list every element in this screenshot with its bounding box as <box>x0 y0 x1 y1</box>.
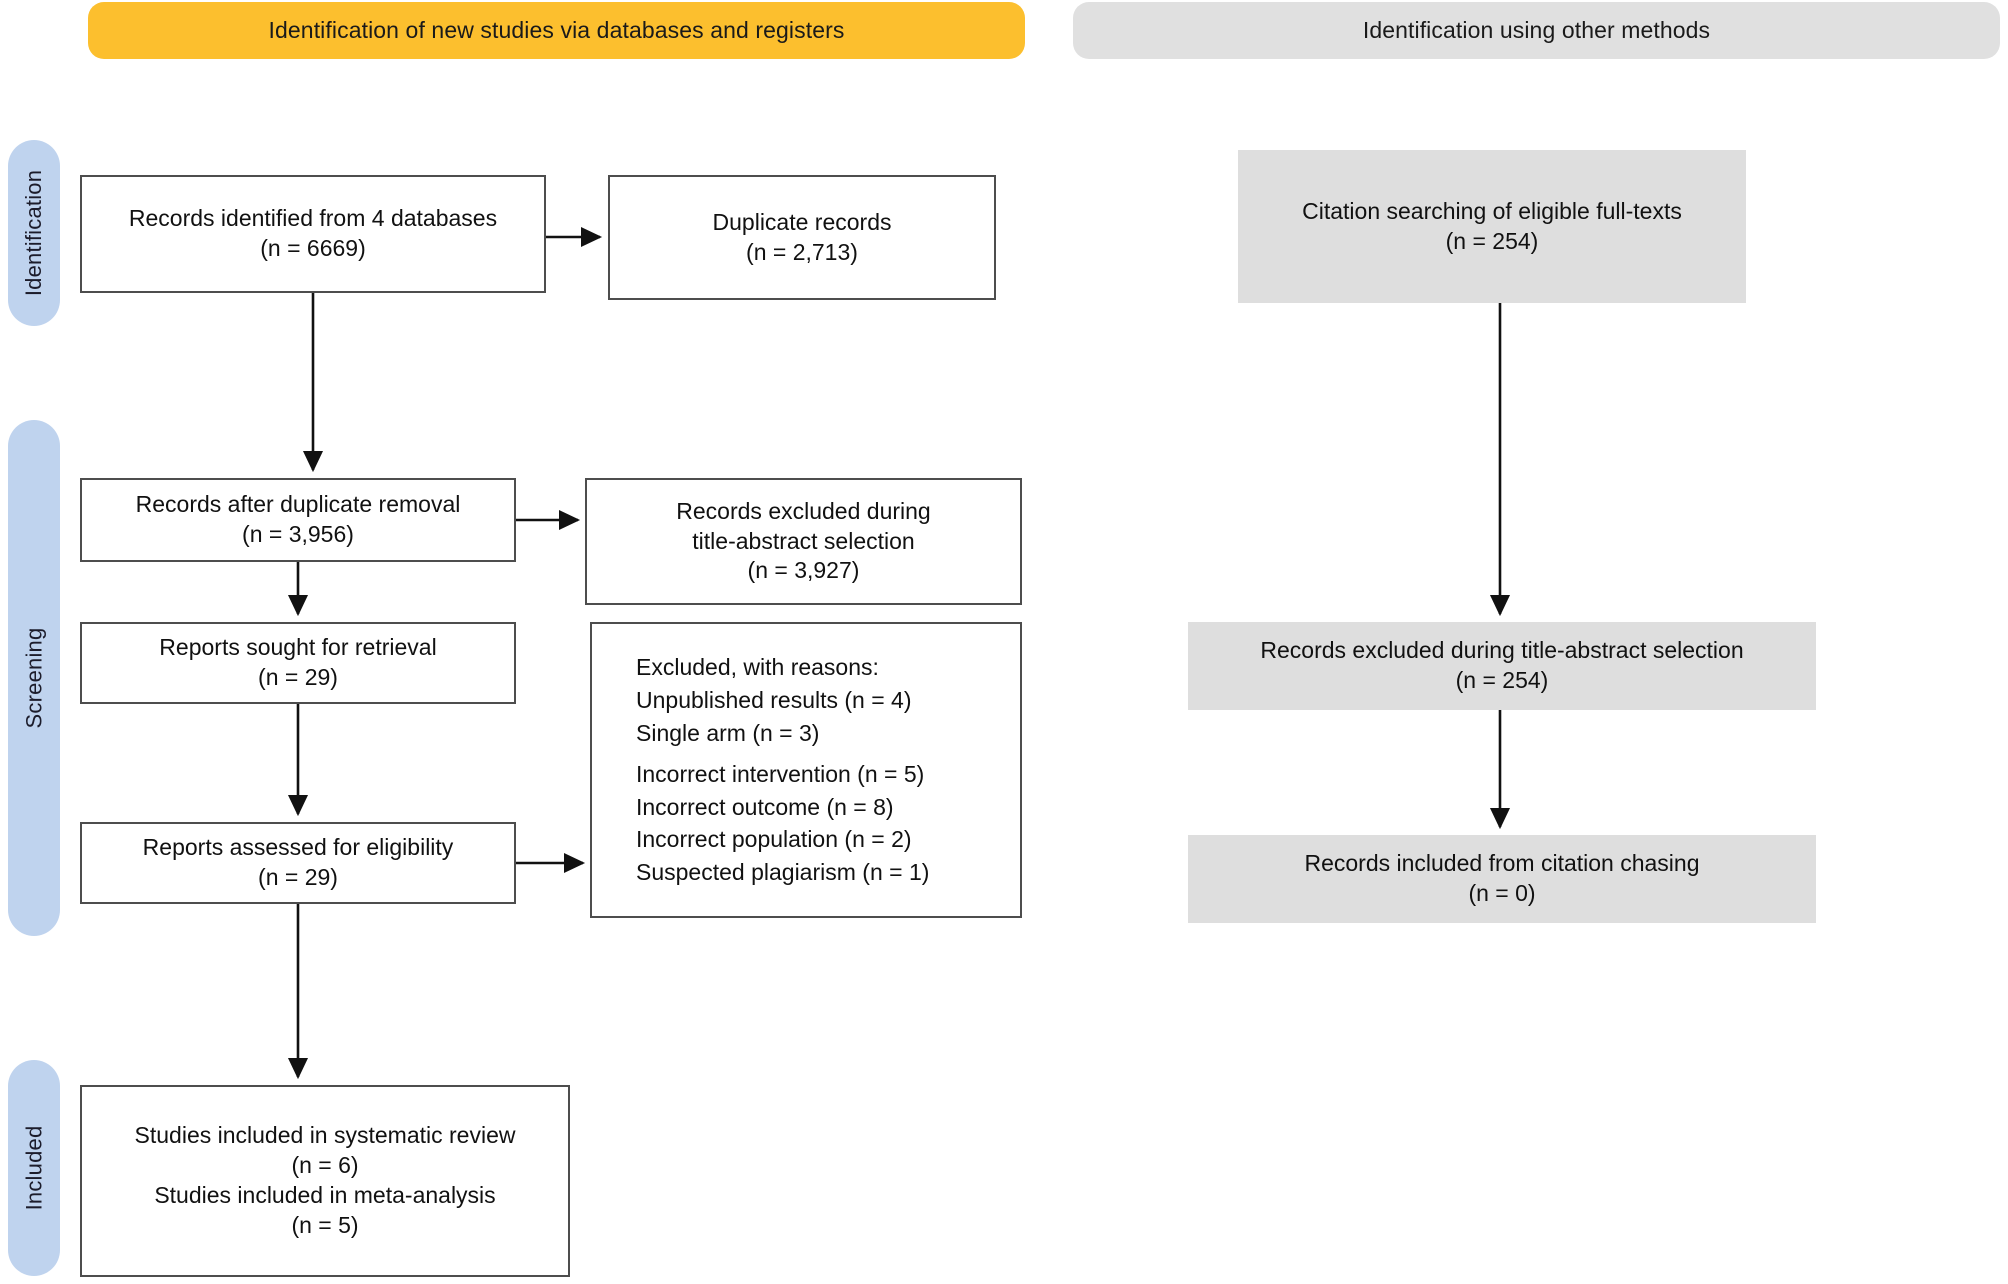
box-reports-assessed-for-eligibility-line1: Reports assessed for eligibility <box>142 834 454 861</box>
reason-item-single-arm: Single arm (n = 3) <box>636 719 820 746</box>
banner-identification-other-methods: Identification using other methods <box>1073 2 2000 59</box>
box-studies-included-systematic-review: Studies included in systematic review <box>134 1122 516 1149</box>
box-records-identified-count: (n = 6669) <box>260 235 366 261</box>
box-records-excluded-title-abstract-count: (n = 3,927) <box>747 557 860 584</box>
box-citation-records-excluded-count: (n = 254) <box>1455 667 1549 693</box>
box-studies-included-meta-analysis: Studies included in meta-analysis <box>154 1182 496 1208</box>
reason-item-incorrect-outcome: Incorrect outcome (n = 8) <box>636 793 894 820</box>
reason-item-suspected-plagiarism: Suspected plagiarism (n = 1) <box>636 859 930 886</box>
box-excluded-with-reasons: Excluded, with reasons: Unpublished resu… <box>590 622 1022 918</box>
stage-rail-identification-label: Identification <box>21 169 47 297</box>
box-citation-records-included-line1: Records included from citation chasing <box>1304 850 1700 877</box>
banner-identification-databases: Identification of new studies via databa… <box>88 2 1025 59</box>
box-citation-searching-line1: Citation searching of eligible full-text… <box>1302 197 1682 224</box>
box-reports-assessed-for-eligibility-count: (n = 29) <box>258 864 338 890</box>
box-duplicate-records-line1: Duplicate records <box>712 208 892 235</box>
box-studies-included: Studies included in systematic review (n… <box>80 1085 570 1277</box>
box-records-identified: Records identified from 4 databases (n =… <box>80 175 546 293</box>
box-citation-records-excluded: Records excluded during title-abstract s… <box>1188 622 1816 710</box>
box-citation-searching-count: (n = 254) <box>1445 227 1539 254</box>
box-duplicate-records-count: (n = 2,713) <box>746 238 858 265</box>
stage-rail-identification: Identification <box>8 140 60 326</box>
stage-rail-included: Included <box>8 1060 60 1276</box>
box-records-after-duplicate-removal-line1: Records after duplicate removal <box>135 491 461 518</box>
box-citation-searching: Citation searching of eligible full-text… <box>1238 150 1746 303</box>
box-records-excluded-title-abstract-line2: title-abstract selection <box>692 527 915 554</box>
box-records-after-duplicate-removal-count: (n = 3,956) <box>242 521 354 547</box>
box-reports-sought-for-retrieval: Reports sought for retrieval (n = 29) <box>80 622 516 704</box>
box-studies-included-meta-analysis-count: (n = 5) <box>291 1211 359 1238</box>
stage-rail-screening-label: Screening <box>21 627 46 729</box>
reason-item-incorrect-population: Incorrect population (n = 2) <box>636 826 912 853</box>
box-duplicate-records: Duplicate records (n = 2,713) <box>608 175 996 300</box>
box-reports-assessed-for-eligibility: Reports assessed for eligibility (n = 29… <box>80 822 516 904</box>
box-records-identified-line1: Records identified from 4 databases <box>128 205 498 232</box>
box-reports-sought-for-retrieval-line1: Reports sought for retrieval <box>159 634 437 661</box>
stage-rail-included-label: Included <box>21 1125 46 1211</box>
box-citation-records-included-count: (n = 0) <box>1468 880 1536 906</box>
reason-item-unpublished-results: Unpublished results (n = 4) <box>636 686 912 713</box>
box-reports-sought-for-retrieval-count: (n = 29) <box>258 664 338 690</box>
box-records-excluded-title-abstract-line1: Records excluded during <box>676 497 931 524</box>
box-records-after-duplicate-removal: Records after duplicate removal (n = 3,9… <box>80 478 516 562</box>
box-citation-records-excluded-line1: Records excluded during title-abstract s… <box>1260 637 1744 664</box>
reason-item-incorrect-intervention: Incorrect intervention (n = 5) <box>636 761 925 788</box>
box-records-excluded-title-abstract: Records excluded during title-abstract s… <box>585 478 1022 605</box>
box-citation-records-included: Records included from citation chasing (… <box>1188 835 1816 923</box>
box-studies-included-systematic-review-count: (n = 6) <box>291 1152 359 1179</box>
stage-rail-screening: Screening <box>8 420 60 936</box>
box-excluded-with-reasons-heading: Excluded, with reasons: <box>636 654 879 681</box>
